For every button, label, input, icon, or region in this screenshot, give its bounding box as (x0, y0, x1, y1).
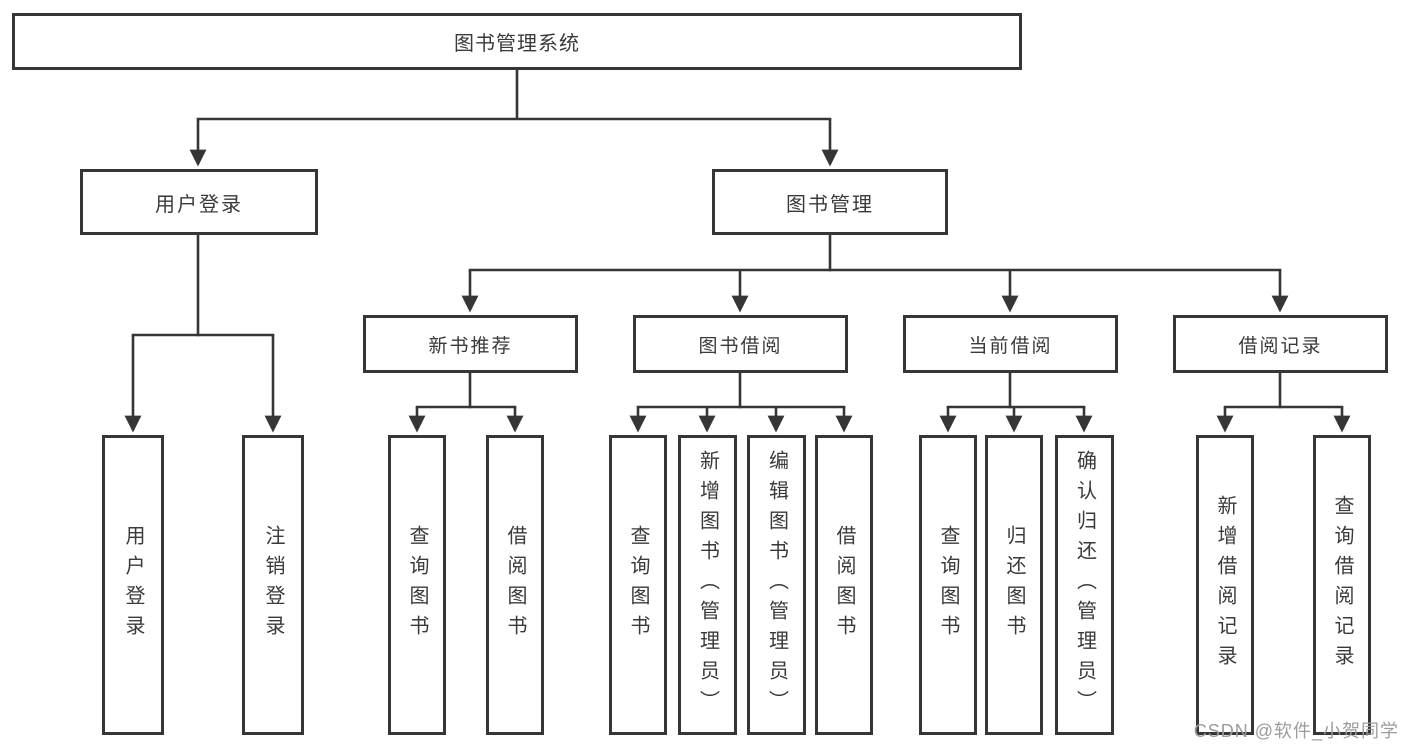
node-label: 借阅记录 (1238, 335, 1323, 357)
node-label: 归还图书 (1003, 525, 1025, 645)
node-label: 新增借阅记录 (1214, 495, 1236, 675)
csdn-watermark: CSDN @软件_小贺同学 (1193, 721, 1399, 741)
leaf-logout-login: 注销登录 (242, 435, 304, 735)
node-label: 注销登录 (262, 525, 284, 645)
leaf-nb-borrow-books: 借阅图书 (486, 435, 544, 735)
node-book-borrow: 图书借阅 (633, 315, 848, 373)
leaf-nb-query-books: 查询图书 (388, 435, 446, 735)
leaf-bb-add-books-admin: 新增图书（管理员） (678, 435, 737, 735)
node-label: 图书管理系统 (454, 33, 580, 55)
node-user-login: 用户登录 (80, 169, 318, 235)
leaf-cb-return-books: 归还图书 (985, 435, 1043, 735)
node-label: 确认归还（管理员） (1073, 450, 1096, 720)
node-label: 图书管理 (786, 193, 874, 216)
node-label: 借阅图书 (833, 525, 855, 645)
leaf-user-login: 用户登录 (102, 435, 164, 735)
leaf-bb-query-books: 查询图书 (609, 435, 667, 735)
leaf-br-add-record: 新增借阅记录 (1196, 435, 1254, 735)
node-label: 用户登录 (155, 193, 243, 216)
node-book-management: 图书管理 (712, 169, 948, 235)
node-label: 新增图书（管理员） (696, 450, 719, 720)
node-label: 新书推荐 (428, 335, 513, 357)
node-label: 查询图书 (627, 525, 649, 645)
node-new-book-recommend: 新书推荐 (363, 315, 578, 373)
node-label: 查询图书 (406, 525, 428, 645)
node-label: 图书借阅 (698, 335, 783, 357)
leaf-br-query-record: 查询借阅记录 (1313, 435, 1371, 735)
node-label: 当前借阅 (968, 335, 1053, 357)
node-current-borrow: 当前借阅 (903, 315, 1118, 373)
leaf-bb-borrow-books: 借阅图书 (815, 435, 873, 735)
node-label: 编辑图书（管理员） (765, 450, 788, 720)
leaf-bb-edit-books-admin: 编辑图书（管理员） (747, 435, 806, 735)
leaf-cb-confirm-return-admin: 确认归还（管理员） (1055, 435, 1114, 735)
node-library-management-system: 图书管理系统 (12, 13, 1022, 70)
node-label: 查询借阅记录 (1331, 495, 1353, 675)
node-label: 用户登录 (122, 525, 144, 645)
node-borrow-records: 借阅记录 (1173, 315, 1388, 373)
node-label: 借阅图书 (504, 525, 526, 645)
leaf-cb-query-books: 查询图书 (919, 435, 977, 735)
node-label: 查询图书 (937, 525, 959, 645)
